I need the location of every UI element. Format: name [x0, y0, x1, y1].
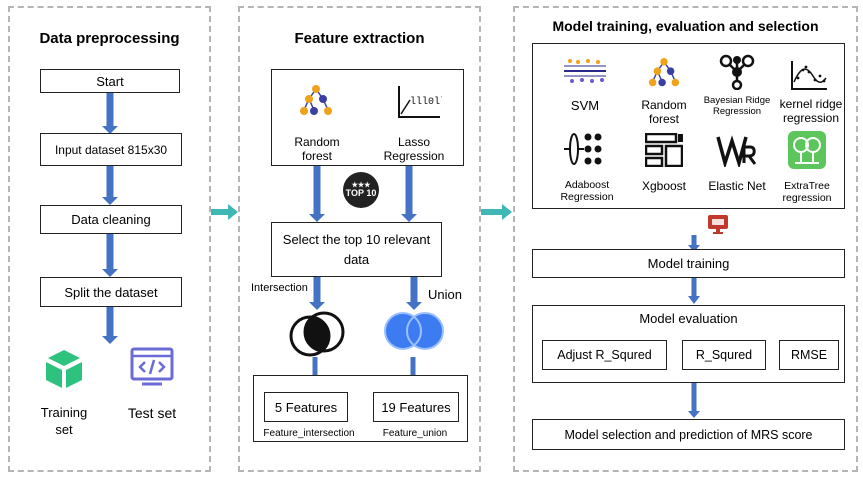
- union-venn-icon: [383, 309, 445, 353]
- random-forest-tree-icon: [298, 84, 334, 120]
- test-set-label: Test set: [127, 405, 177, 421]
- metric-r2-label: R_Squred: [695, 348, 753, 362]
- step-start: Start: [40, 69, 180, 93]
- connector-pre-feature: [211, 204, 238, 220]
- panel-feature-extraction: [238, 6, 481, 472]
- feature-title: Feature extraction: [294, 30, 425, 47]
- badge-star-icon: ★★★: [351, 182, 371, 189]
- panel-model: [513, 6, 858, 472]
- intersection-label: Intersection: [251, 282, 308, 294]
- adaboost-icon: [564, 132, 606, 166]
- model-training-label: Model training: [647, 256, 730, 271]
- step-input-dataset: Input dataset 815x30: [40, 133, 182, 166]
- model-svm-label: SVM: [570, 98, 600, 113]
- bayesian-network-icon: [719, 54, 755, 91]
- model-bayesian-label: Bayesian Ridge Regression: [703, 95, 771, 117]
- step-data-cleaning: Data cleaning: [40, 205, 182, 234]
- model-random-forest-icon: [647, 57, 681, 91]
- elastic-net-icon: [716, 133, 758, 170]
- step-data-cleaning-label: Data cleaning: [71, 212, 151, 227]
- top10-badge: ★★★ TOP 10: [343, 172, 379, 208]
- nineteen-features-label: 19 Features: [381, 399, 451, 415]
- model-elastic-net-label: Elastic Net: [708, 179, 766, 193]
- step-start-label: Start: [96, 73, 124, 89]
- training-monitor-icon: [707, 214, 729, 234]
- model-title: Model training, evaluation and selection: [552, 18, 819, 34]
- metric-rmse-label: RMSE: [790, 348, 828, 362]
- feature-intersection-caption: Feature_intersection: [263, 428, 355, 439]
- select-top10-box: Select the top 10 relevant data: [271, 222, 442, 277]
- model-random-forest-label: Random forest: [641, 98, 687, 126]
- training-set-label: Training set: [40, 405, 88, 437]
- five-features-label: 5 Features: [274, 399, 338, 415]
- training-set-cube-icon: [40, 348, 88, 392]
- intersection-venn-icon: [289, 309, 345, 359]
- five-features-box: 5 Features: [264, 392, 348, 422]
- select-top10-label: Select the top 10 relevant data: [282, 232, 431, 267]
- step-input-dataset-label: Input dataset 815x30: [54, 142, 168, 157]
- model-selection-label: Model selection and prediction of MRS sc…: [564, 427, 813, 442]
- connector-feature-model: [481, 204, 512, 220]
- svm-icon: [562, 58, 608, 84]
- feature-lasso-label: Lasso Regression: [383, 135, 445, 163]
- model-extratree-label: ExtraTree regression: [782, 180, 832, 205]
- extratree-icon: [788, 131, 826, 169]
- metric-rmse-box: RMSE: [779, 340, 839, 370]
- metric-adjust-r2-label: Adjust R_Squred: [557, 348, 652, 362]
- step-split-dataset-label: Split the dataset: [64, 284, 158, 300]
- union-label: Union: [428, 287, 462, 302]
- model-training-box: Model training: [532, 249, 845, 278]
- model-evaluation-label: Model evaluation: [639, 311, 738, 326]
- metric-adjust-r2-box: Adjust R_Squred: [542, 340, 667, 370]
- test-set-code-icon: [130, 347, 174, 387]
- lasso-chart-icon-text: lll0ll1: [410, 96, 442, 108]
- step-split-dataset: Split the dataset: [40, 277, 182, 307]
- model-adaboost-label: Adaboost Regression: [560, 179, 614, 204]
- nineteen-features-box: 19 Features: [373, 392, 459, 422]
- lasso-chart-icon: lll0ll1: [396, 84, 452, 120]
- metric-r2-box: R_Squred: [682, 340, 766, 370]
- top10-badge-text: TOP 10: [345, 188, 377, 198]
- model-kernel-ridge-label: kernel ridge regression: [779, 97, 843, 125]
- preprocessing-title: Data preprocessing: [39, 30, 180, 47]
- model-selection-box: Model selection and prediction of MRS sc…: [532, 419, 845, 450]
- feature-random-forest-label: Random forest: [294, 135, 340, 163]
- kernel-ridge-scatter-icon: [789, 60, 829, 92]
- xgboost-blocks-icon: [644, 132, 684, 168]
- feature-union-caption: Feature_union: [382, 428, 448, 439]
- panel-data-preprocessing: [8, 6, 211, 472]
- model-xgboost-label: Xgboost: [641, 179, 687, 193]
